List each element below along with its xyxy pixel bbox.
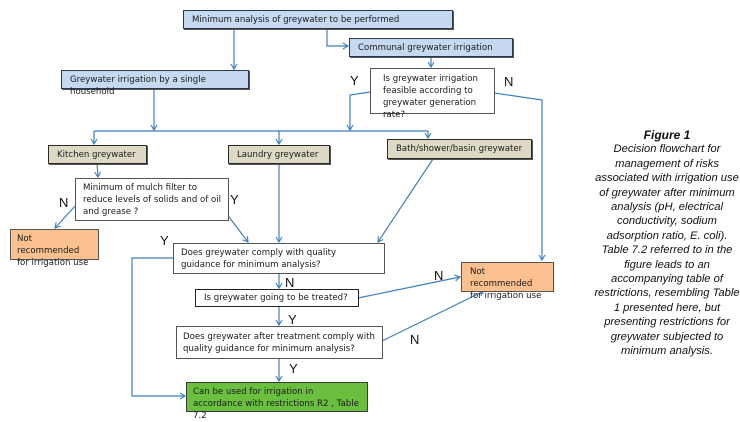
node-min-analysis: Minimum analysis of greywater to be perf…	[183, 10, 453, 29]
label-feasible-yes: Y	[350, 73, 359, 88]
figure-caption: Figure 1 Decision flowchart for manageme…	[592, 128, 740, 359]
node-after-treatment-question: Does greywater after treatment comply wi…	[176, 326, 383, 359]
edge-comply-yes	[131, 257, 187, 400]
node-treated-question: Is greywater going to be treated?	[195, 289, 359, 307]
node-single-household: Greywater irrigation by a single househo…	[61, 70, 249, 97]
label-feasible-no: N	[504, 74, 514, 89]
label-after-no: N	[410, 332, 420, 347]
label-treated-yes: Y	[288, 312, 297, 327]
node-laundry: Laundry greywater	[228, 145, 330, 164]
node-not-recommended-left: Not recommended for irrigation use	[10, 229, 99, 268]
label-mulch-yes: Y	[230, 192, 239, 207]
edge-after-no	[381, 289, 485, 342]
label-treated-no: N	[434, 268, 444, 283]
node-bath: Bath/shower/basin greywater	[387, 139, 532, 159]
node-mulch-question: Minimum of mulch filter to reduce levels…	[75, 178, 229, 221]
node-kitchen: Kitchen greywater	[48, 145, 147, 164]
edge-treated-no	[357, 274, 462, 299]
node-can-be-used: Can be used for irrigation in accordance…	[186, 382, 368, 421]
edge-mulch-no	[54, 205, 76, 229]
caption-title: Figure 1	[643, 128, 691, 142]
edge-kitchen-to-mulch	[94, 162, 102, 179]
edge-bath-to-comply	[377, 158, 434, 243]
node-not-recommended-right: Not recommended for irrigation use	[461, 262, 554, 301]
label-mulch-no: N	[59, 195, 69, 210]
caption-body: Decision flowchart for management of ris…	[594, 143, 740, 358]
node-feasible-question: Is greywater irrigation feasible accordi…	[370, 68, 495, 120]
label-after-yes: Y	[289, 361, 298, 376]
node-communal: Communal greywater irrigation	[349, 38, 513, 57]
edge-feasible-yes	[346, 91, 371, 132]
label-comply-no: N	[285, 275, 295, 290]
edge-min-to-communal	[326, 29, 350, 50]
node-comply-question: Does greywater comply with quality guida…	[173, 243, 385, 274]
edge-feasible-no	[493, 92, 546, 262]
label-comply-yes: Y	[160, 233, 169, 248]
